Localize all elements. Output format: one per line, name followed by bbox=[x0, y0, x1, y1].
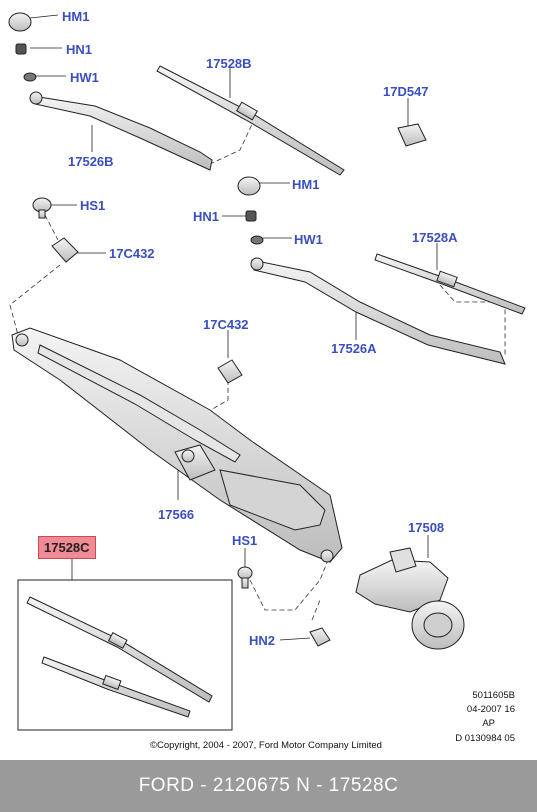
callout-17508: 17508 bbox=[408, 520, 445, 535]
hm1-cap-mid bbox=[237, 176, 261, 196]
cover-17d547 bbox=[397, 123, 427, 147]
callout-hw1-top: HW1 bbox=[70, 70, 99, 85]
grommet-17c432-left bbox=[51, 237, 79, 263]
callout-hm1-mid: HM1 bbox=[292, 177, 320, 192]
callout-17566: 17566 bbox=[158, 507, 195, 522]
callout-17528b: 17528B bbox=[206, 56, 252, 71]
callout-17528a: 17528A bbox=[412, 230, 458, 245]
callout-hn1-mid: HN1 bbox=[193, 209, 220, 224]
footer-part-number: FORD - 2120675 N - 17528C bbox=[138, 775, 399, 796]
doc-ref-line-1: 5011605B bbox=[472, 690, 515, 701]
callout-hn1-top: HN1 bbox=[66, 42, 93, 57]
wiper-blade-17528a bbox=[374, 253, 526, 315]
doc-ref-line-3: AP bbox=[482, 718, 495, 729]
callout-hm1-top: HM1 bbox=[62, 9, 90, 24]
blade-kit-17528c-box bbox=[17, 579, 233, 731]
callout-17c432-mid: 17C432 bbox=[203, 317, 249, 332]
leader-lines bbox=[29, 14, 438, 641]
callout-17d547: 17D547 bbox=[383, 84, 429, 99]
callout-hn2: HN2 bbox=[249, 633, 276, 648]
wiper-arm-17526b bbox=[29, 91, 213, 171]
callout-17526a: 17526A bbox=[331, 341, 377, 356]
exploded-parts-diagram bbox=[8, 12, 526, 731]
hm1-cap-top bbox=[8, 12, 32, 32]
callout-17526b: 17526B bbox=[68, 154, 114, 169]
grommet-17c432-mid bbox=[217, 359, 243, 384]
callout-hs1-bottom: HS1 bbox=[232, 533, 258, 548]
hw1-washer-mid bbox=[250, 235, 264, 245]
hn1-nut-mid bbox=[245, 210, 257, 222]
blade-kit-short-blade bbox=[41, 656, 191, 718]
wiper-motor-17508 bbox=[355, 547, 465, 650]
copyright-notice: ©Copyright, 2004 - 2007, Ford Motor Comp… bbox=[150, 740, 382, 751]
hs1-bolt-top bbox=[32, 197, 52, 219]
doc-ref-line-2: 04-2007 16 bbox=[466, 704, 515, 715]
callout-hs1-top: HS1 bbox=[80, 198, 106, 213]
callout-hw1-mid: HW1 bbox=[294, 232, 323, 247]
hs1-bolt-bottom bbox=[237, 566, 253, 589]
hn1-nut-top bbox=[15, 43, 27, 55]
callout-17528c-highlighted: 17528C bbox=[38, 536, 96, 559]
hw1-washer-top bbox=[23, 72, 37, 82]
doc-ref-line-4: D 0130984 05 bbox=[455, 733, 515, 744]
wiper-linkage-17566 bbox=[11, 327, 343, 563]
callout-17c432-left: 17C432 bbox=[109, 246, 155, 261]
wiper-arm-17526a bbox=[250, 257, 506, 365]
footer-bar: FORD - 2120675 N - 17528C bbox=[0, 760, 537, 812]
blade-kit-long-blade bbox=[26, 596, 213, 703]
hn2-nut bbox=[309, 627, 331, 647]
wiper-blade-17528b bbox=[156, 65, 345, 176]
